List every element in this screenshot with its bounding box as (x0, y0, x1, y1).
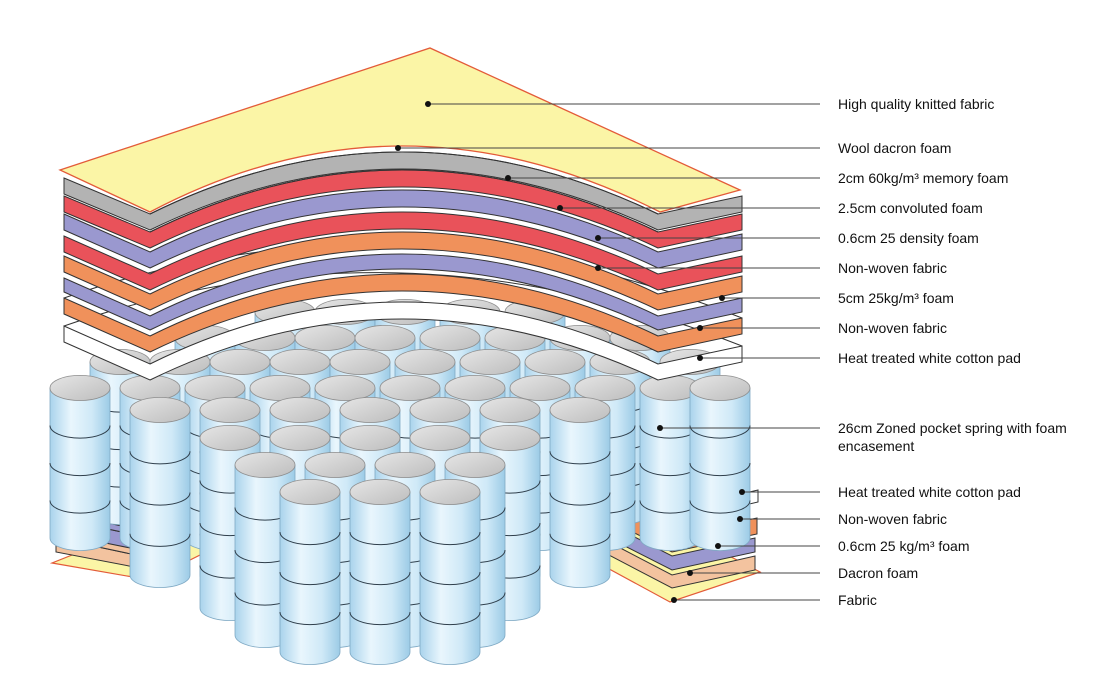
convoluted-foam-layer (63, 189, 743, 269)
leader-dot (595, 235, 601, 241)
leader-dot (425, 101, 431, 107)
label-white-cotton-pad-top: Heat treated white cotton pad (838, 350, 1021, 366)
callout-pocket-spring-line1: 26cm Zoned pocket spring with foam (657, 420, 1067, 436)
leader-dot (697, 355, 703, 361)
label-pocket-spring-line2: encasement (838, 438, 914, 454)
pocket-spring (549, 396, 611, 588)
label-density-foam-top: 0.6cm 25 density foam (838, 230, 979, 246)
label-wool-dacron-foam: Wool dacron foam (838, 140, 951, 156)
callout-fabric-bottom: Fabric (671, 592, 877, 608)
pocket-spring-block (49, 298, 751, 665)
callout-high-quality-knitted-fabric: High quality knitted fabric (425, 96, 994, 112)
label-memory-foam: 2cm 60kg/m³ memory foam (838, 170, 1008, 186)
pocket-spring (689, 374, 751, 551)
pocket-spring (419, 478, 481, 665)
callout-non-woven-fabric-top-2: Non-woven fabric (697, 320, 947, 336)
leader-dot (505, 175, 511, 181)
non-woven-layer-2 (63, 273, 743, 353)
label-non-woven-fabric-top-1: Non-woven fabric (838, 260, 947, 276)
leader-dot (697, 325, 703, 331)
label-5cm-foam: 5cm 25kg/m³ foam (838, 290, 954, 306)
leader-dot (657, 425, 663, 431)
label-non-woven-fabric-top-2: Non-woven fabric (838, 320, 947, 336)
callout-memory-foam: 2cm 60kg/m³ memory foam (505, 170, 1008, 186)
callout-pocket-spring-line2: encasement (838, 438, 914, 454)
label-white-cotton-pad-bottom: Heat treated white cotton pad (838, 484, 1021, 500)
callout-convoluted-foam: 2.5cm convoluted foam (557, 200, 983, 216)
callout-5cm-foam: 5cm 25kg/m³ foam (719, 290, 954, 306)
density-foam-layer (63, 211, 743, 291)
callout-non-woven-fabric-bottom: Non-woven fabric (737, 511, 947, 527)
callout-white-cotton-pad-bottom: Heat treated white cotton pad (739, 484, 1021, 500)
leader-dot (557, 205, 563, 211)
label-pocket-spring-line1: 26cm Zoned pocket spring with foam (838, 420, 1067, 436)
knitted-fabric-layer (58, 47, 742, 213)
leader-dot (719, 295, 725, 301)
callout-dacron-foam: Dacron foam (687, 565, 918, 581)
leader-dot (687, 570, 693, 576)
pocket-spring (49, 374, 111, 551)
leader-dot (595, 265, 601, 271)
callout-white-cotton-pad-top: Heat treated white cotton pad (697, 350, 1021, 366)
white-cotton-pad-layer (63, 301, 743, 381)
label-dacron-foam: Dacron foam (838, 565, 918, 581)
top-layers (58, 47, 743, 381)
leader-dot (715, 543, 721, 549)
label-density-foam-bottom: 0.6cm 25 kg/m³ foam (838, 538, 970, 554)
5cm-foam-layer (63, 253, 743, 331)
callout-wool-dacron-foam: Wool dacron foam (395, 140, 951, 156)
label-non-woven-fabric-bottom: Non-woven fabric (838, 511, 947, 527)
label-high-quality-knitted-fabric: High quality knitted fabric (838, 96, 994, 112)
leader-dot (395, 145, 401, 151)
callout-density-foam-top: 0.6cm 25 density foam (595, 230, 979, 246)
pocket-spring (639, 374, 701, 551)
callout-non-woven-fabric-top-1: Non-woven fabric (595, 260, 947, 276)
label-convoluted-foam: 2.5cm convoluted foam (838, 200, 983, 216)
pocket-spring (129, 396, 191, 588)
pocket-spring (279, 478, 341, 665)
non-woven-layer-1 (63, 231, 743, 311)
leader-dot (737, 516, 743, 522)
callout-density-foam-bottom: 0.6cm 25 kg/m³ foam (715, 538, 970, 554)
leader-dot (671, 597, 677, 603)
label-fabric-bottom: Fabric (838, 592, 877, 608)
leader-dot (739, 489, 745, 495)
pocket-spring (349, 478, 411, 665)
